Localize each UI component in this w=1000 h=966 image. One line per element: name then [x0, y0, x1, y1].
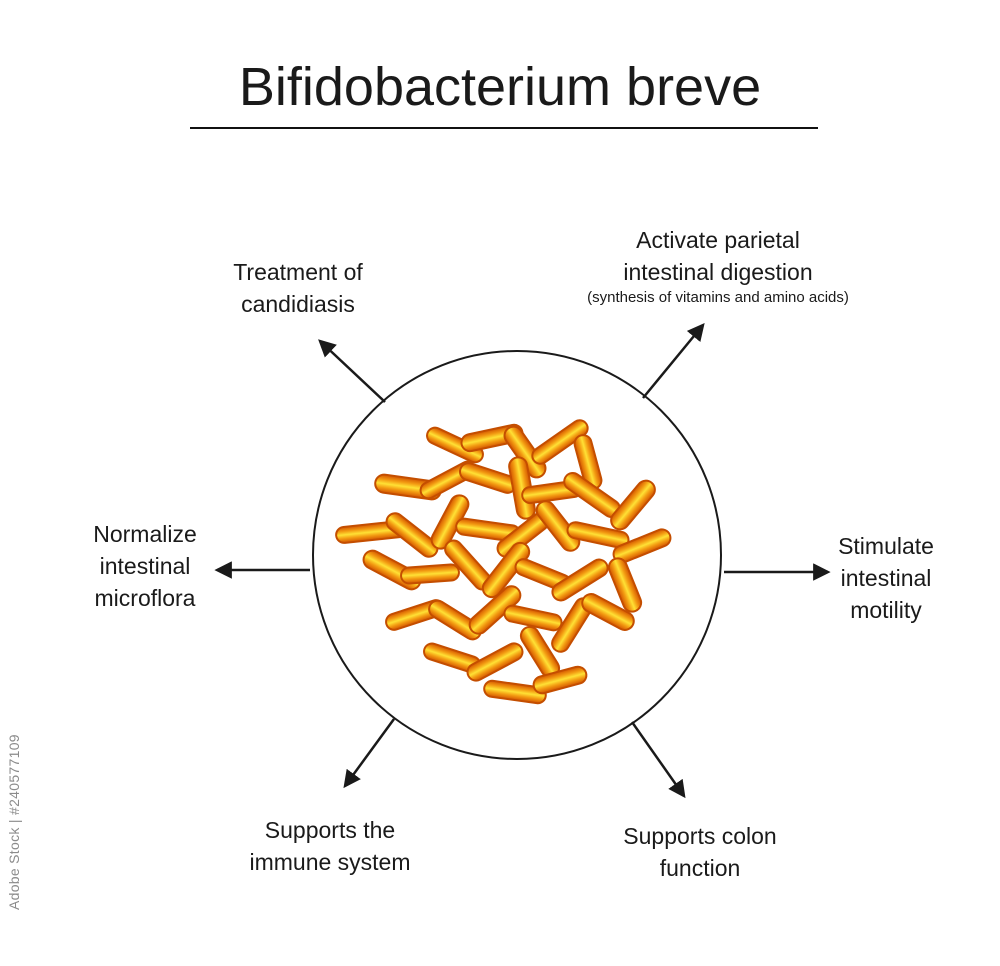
label-supports-colon-function: Supports colon function	[623, 820, 776, 884]
label-line: candidiasis	[241, 291, 355, 317]
watermark: Adobe Stock | #240577109	[6, 734, 22, 910]
bacterium-rod-icon	[466, 642, 524, 682]
label-line: intestinal	[840, 565, 932, 591]
label-line: immune system	[249, 849, 411, 875]
arrow-to-immune	[343, 718, 396, 789]
bacteria-cluster-icon	[335, 419, 672, 705]
bacterium-rod-icon	[468, 585, 522, 635]
bacterium-rod-icon	[400, 563, 460, 585]
bacterium-rod-icon	[428, 599, 482, 641]
label-line: microflora	[94, 585, 196, 611]
label-line: Normalize	[93, 521, 197, 547]
label-normalize-microflora: Normalize intestinal microflora	[93, 518, 197, 614]
bacterium-rod-icon	[607, 557, 643, 613]
bacterium-rod-icon	[385, 512, 439, 558]
bacterium-rod-icon	[612, 528, 672, 564]
bacterium-rod-icon	[503, 604, 563, 632]
label-activate-parietal-digestion: Activate parietal intestinal digestion (…	[587, 224, 849, 308]
label-line: function	[659, 855, 741, 881]
arrows	[214, 322, 831, 799]
page-title: Bifidobacterium breve	[238, 57, 762, 117]
bacterium-rod-icon	[581, 593, 635, 631]
bacterium-rod-icon	[551, 558, 609, 602]
label-supports-immune-system: Supports the immune system	[249, 814, 410, 878]
label-line: intestinal digestion	[623, 259, 813, 285]
label-treatment-of-candidiasis: Treatment of candidiasis	[233, 256, 363, 320]
label-line: motility	[850, 597, 922, 623]
bacterium-rod-icon	[483, 679, 547, 705]
bacterium-rod-icon	[610, 479, 656, 531]
bacterium-rod-icon	[531, 419, 589, 465]
bacterium-rod-icon	[535, 500, 581, 552]
label-line: Supports colon	[623, 823, 777, 849]
label-line: Stimulate	[838, 533, 934, 559]
label-line: Treatment of	[233, 259, 363, 285]
title-underline	[190, 127, 818, 129]
arrow-to-treatment	[318, 339, 386, 403]
bacterium-rod-icon	[481, 541, 531, 599]
label-line: Supports the	[264, 817, 396, 843]
label-line: Activate parietal	[636, 227, 800, 253]
label-stimulate-motility: Stimulate intestinal motility	[838, 530, 934, 626]
bacterium-rod-icon	[532, 665, 588, 695]
label-note: (synthesis of vitamins and amino acids)	[587, 289, 849, 306]
label-line: intestinal	[99, 553, 191, 579]
arrow-to-activate	[642, 322, 705, 399]
arrow-to-colon	[630, 721, 686, 799]
bacterium-rod-icon	[426, 426, 484, 464]
